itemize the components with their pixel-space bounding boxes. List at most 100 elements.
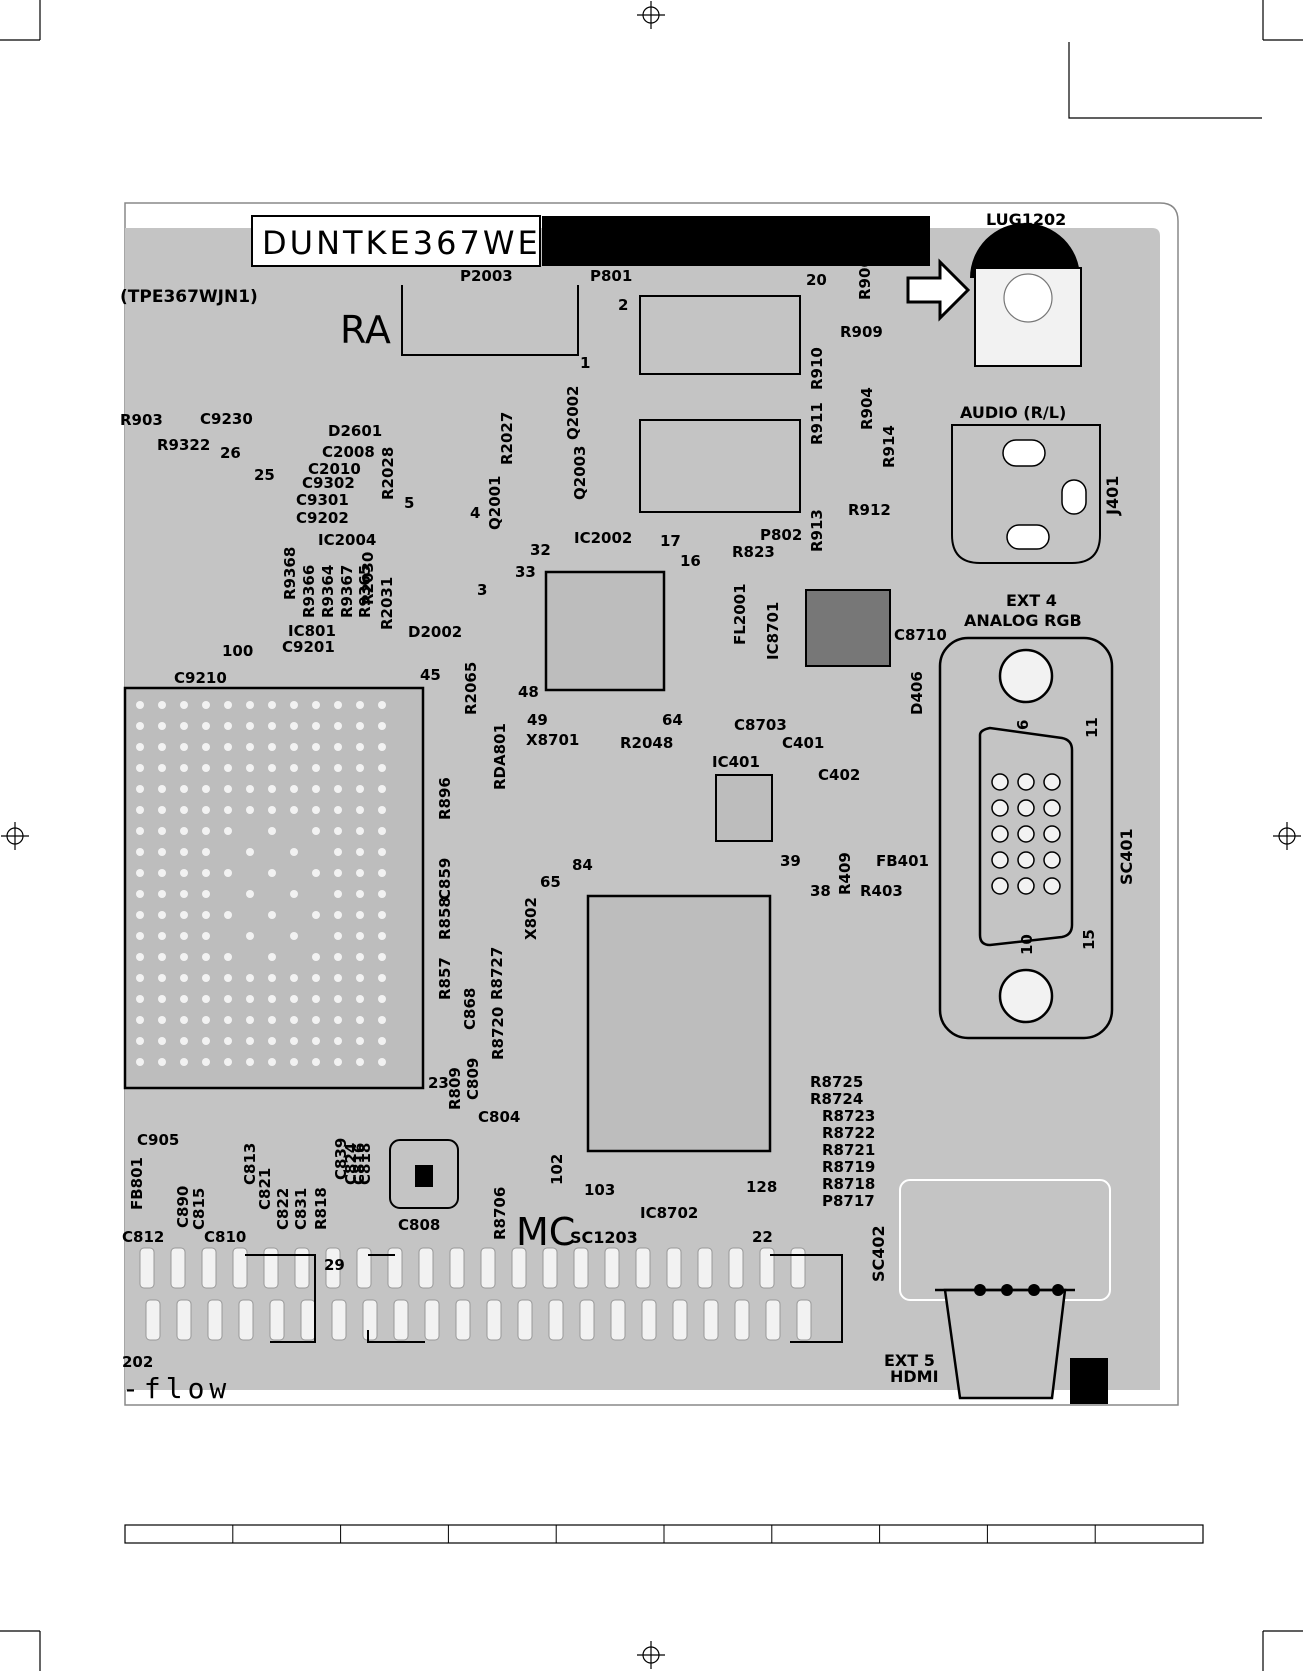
bga-ball (378, 764, 386, 772)
component-ref-label: 202 (122, 1353, 153, 1371)
bga-ball (268, 911, 276, 919)
bga-ball (224, 785, 232, 793)
arrow-icon (906, 258, 971, 322)
vga-pin (1017, 773, 1035, 791)
component-ref-label: R2027 (498, 412, 516, 465)
component-ref-label: RDA801 (491, 723, 509, 790)
bga-ball (158, 701, 166, 709)
bga-ball (224, 743, 232, 751)
bga-ball (356, 869, 364, 877)
scart-pad (393, 1299, 409, 1341)
bga-ball (246, 932, 254, 940)
scart-outline (245, 1254, 843, 1343)
bga-ball (356, 1058, 364, 1066)
bga-ball (180, 1016, 188, 1024)
vga-pin (1043, 851, 1061, 869)
component-ref-label: C821 (256, 1168, 274, 1210)
bga-ball (136, 806, 144, 814)
bga-ball (356, 1037, 364, 1045)
bga-ball (378, 1037, 386, 1045)
bga-ball (268, 869, 276, 877)
bga-ball (268, 743, 276, 751)
component-ref-label: 17 (660, 532, 681, 550)
component-ref-label: Q2002 (564, 386, 582, 441)
component-ref-label: R8719 (822, 1158, 875, 1176)
scart-pad (449, 1247, 465, 1289)
component-ref-label: R8727 (488, 947, 506, 1000)
bga-ball (158, 785, 166, 793)
bga-ball (356, 911, 364, 919)
component-ref-label: R9368 (281, 547, 299, 600)
vga-pin (1017, 799, 1035, 817)
component-ref-label: 15 (1080, 929, 1098, 950)
component-ref-label: R9365 (356, 565, 374, 618)
registration-target-bottom (637, 1641, 665, 1669)
bga-ball (312, 806, 320, 814)
component-ref-label: FB801 (128, 1157, 146, 1210)
component-ref-label: R906 (856, 257, 874, 300)
bga-ball (136, 932, 144, 940)
scart-pad (207, 1299, 223, 1341)
bga-ball (312, 911, 320, 919)
bga-ball (180, 953, 188, 961)
bga-ball (290, 722, 298, 730)
scart-pad (325, 1247, 341, 1289)
component-ref-label: 3 (477, 581, 487, 599)
bga-ball (202, 911, 210, 919)
registration-target-right (1273, 822, 1301, 850)
scart-pad (604, 1247, 620, 1289)
component-ref-label: R818 (312, 1187, 330, 1230)
bga-ball (158, 827, 166, 835)
bga-ball (312, 1016, 320, 1024)
component-ref-label: C822 (274, 1188, 292, 1230)
bga-ball (334, 806, 342, 814)
component-ref-label: C824 (342, 1143, 360, 1185)
component-ref-label: R403 (860, 882, 903, 900)
scart-pad (579, 1299, 595, 1341)
bga-ball (268, 827, 276, 835)
scart-pad (356, 1247, 372, 1289)
bga-ball (224, 869, 232, 877)
component-ref-label: 16 (680, 552, 701, 570)
bga-ball (356, 764, 364, 772)
hdmi-ref-label: SC402 (869, 1225, 888, 1282)
bga-ball (180, 890, 188, 898)
bga-ball (290, 701, 298, 709)
component-ref-label: P801 (590, 267, 632, 285)
bga-ball (268, 1058, 276, 1066)
scart-pad (170, 1247, 186, 1289)
bga-ball (334, 722, 342, 730)
bga-ball (378, 953, 386, 961)
component-ref-label: 20 (806, 271, 827, 289)
scart-pad (145, 1299, 161, 1341)
bga-ball (290, 1016, 298, 1024)
component-ref-label: 103 (584, 1181, 615, 1199)
component-ref-label: IC401 (712, 753, 760, 771)
p801-connector (639, 295, 801, 513)
bga-ball (180, 974, 188, 982)
vga-pin (1017, 825, 1035, 843)
bga-ball (356, 848, 364, 856)
bga-ball (334, 848, 342, 856)
bga-ball (356, 806, 364, 814)
bga-ball (224, 995, 232, 1003)
bga-ball (180, 806, 188, 814)
scart-pad (672, 1299, 688, 1341)
component-ref-label: FB401 (876, 852, 929, 870)
bga-ball (246, 701, 254, 709)
bga-ball (378, 1016, 386, 1024)
bga-ball (378, 974, 386, 982)
component-ref-label: P8717 (822, 1192, 875, 1210)
component-ref-label: R8724 (810, 1090, 863, 1108)
bga-ball (246, 890, 254, 898)
bga-ball (356, 1016, 364, 1024)
component-ref-label: 2 (618, 296, 628, 314)
ext5-title: EXT 5 (884, 1351, 935, 1370)
section-mark-mc: MC (516, 1210, 575, 1254)
bga-ball (136, 848, 144, 856)
bga-ball (246, 764, 254, 772)
vga-pin (1043, 825, 1061, 843)
scart-pad (176, 1299, 192, 1341)
